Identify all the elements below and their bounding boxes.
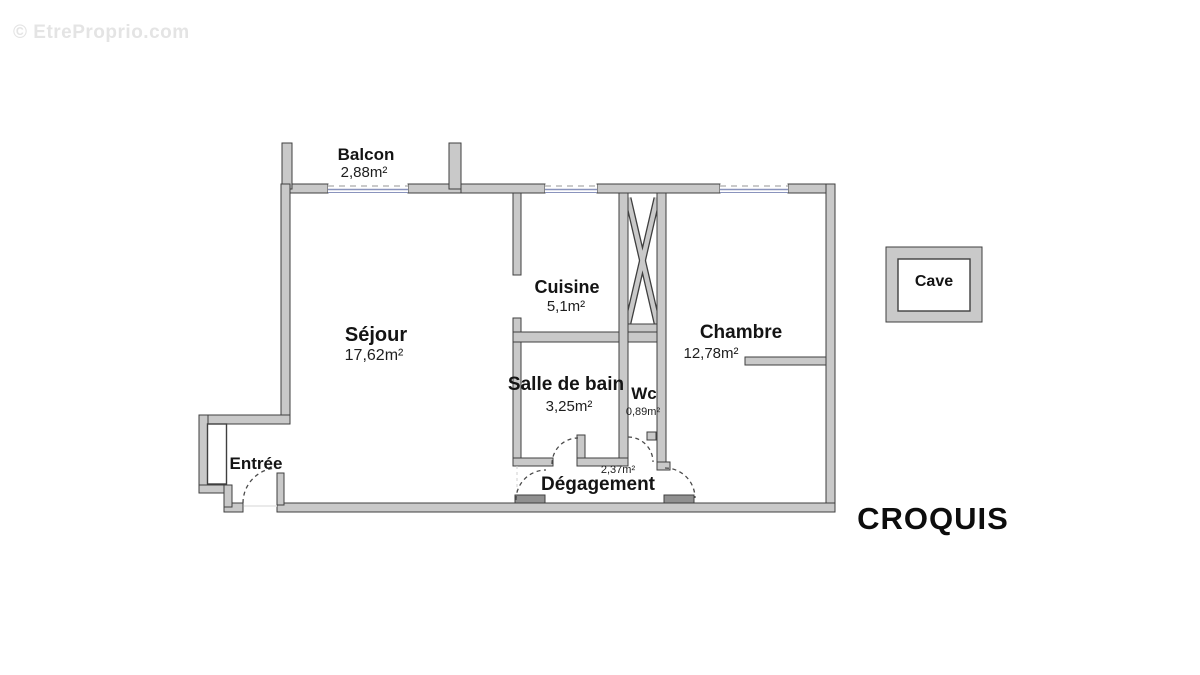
chambre-door-leaf	[663, 494, 695, 504]
chambre-closet-wall	[744, 356, 827, 366]
entree-door-jamb	[276, 472, 285, 506]
right-wall	[825, 183, 836, 513]
cave-box	[885, 246, 983, 323]
sejour-area: 17,62m²	[344, 347, 404, 364]
bathroom-bottom-wall-right	[576, 457, 629, 467]
cave-label: Cave	[914, 273, 954, 290]
sejour-cuisine-wall-upper	[512, 192, 522, 276]
salle-de-bain-area: 3,25m²	[545, 398, 593, 415]
sejour-label: Séjour	[344, 324, 408, 346]
window-cuisine	[545, 184, 597, 193]
cuisine-label: Cuisine	[534, 277, 600, 297]
entree-left-wall	[198, 414, 209, 494]
cuisine-bathroom-wall	[512, 331, 667, 343]
watermark: © EtreProprio.com	[13, 22, 190, 43]
degagement-label: Dégagement	[540, 474, 656, 495]
entree-top-wall	[198, 414, 291, 425]
sejour-door-leaf	[514, 494, 546, 504]
chambre-label: Chambre	[699, 322, 783, 343]
cave-inner	[897, 258, 971, 312]
shaft-left-rail-wc-wall	[618, 192, 629, 467]
shaft-brace	[625, 197, 660, 324]
bottom-wall	[276, 502, 836, 513]
sketch-title: CROQUIS	[857, 501, 1009, 536]
chambre-area: 12,78m²	[683, 345, 739, 362]
balcon-area: 2,88m²	[340, 164, 388, 181]
balcony-post-right	[448, 142, 462, 190]
window-opening	[545, 184, 597, 193]
wc-area: 0,89m²	[625, 406, 661, 418]
window-opening	[720, 184, 788, 193]
bathroom-door-arc	[551, 437, 579, 465]
entree-label: Entrée	[229, 454, 283, 473]
cuisine-area: 5,1m²	[546, 298, 586, 315]
entree-closet	[206, 423, 228, 485]
ventilation-shaft-cross	[624, 197, 661, 324]
salle-de-bain-label: Salle de bain	[507, 374, 625, 395]
window-chambre	[720, 184, 788, 193]
outer-walls	[198, 142, 836, 513]
entree-door-arc	[242, 467, 279, 504]
chambre-left-wall	[656, 192, 667, 471]
chambre-door-arc	[664, 467, 696, 499]
top-wall-segment	[460, 183, 546, 194]
window-opening	[328, 184, 408, 193]
window-sejour	[328, 184, 408, 193]
balcony-post-left	[281, 142, 293, 190]
degagement-area: 2,37m²	[600, 464, 636, 476]
wc-label: Wc	[631, 384, 657, 403]
chambre-wall-foot	[656, 461, 671, 471]
sejour-left-wall	[280, 183, 291, 425]
wc-door-arc	[627, 436, 654, 463]
bathroom-bottom-wall-left	[512, 457, 554, 467]
balcon-label: Balcon	[337, 145, 395, 164]
entree-step-wall	[223, 484, 233, 508]
interior-walls	[512, 192, 827, 471]
wc-door-stub	[646, 431, 657, 441]
top-wall-segment	[596, 183, 721, 194]
sejour-door-arc	[515, 469, 547, 501]
